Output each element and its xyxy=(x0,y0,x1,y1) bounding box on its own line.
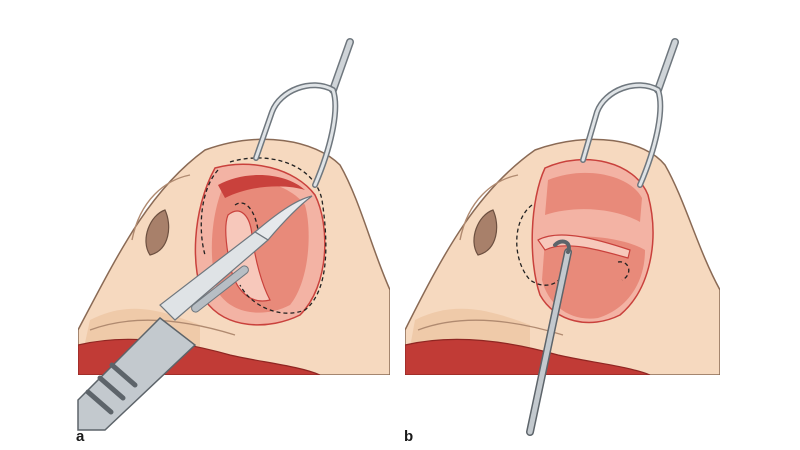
incision-outline-inner xyxy=(234,202,259,231)
panel-label-a: a xyxy=(76,428,85,445)
ala-crease xyxy=(131,174,191,241)
upper-lip-b xyxy=(405,338,651,375)
scalpel-slot xyxy=(191,265,249,313)
nostril xyxy=(145,209,170,256)
scalpel-shank xyxy=(159,231,270,321)
scalpel-handle xyxy=(77,317,197,431)
scalpel-icon xyxy=(77,195,313,431)
panel-label-b: b xyxy=(404,428,414,445)
forked-retractor-icon xyxy=(253,38,354,188)
nostril-b xyxy=(473,209,498,256)
forked-retractor-icon-b xyxy=(580,38,679,188)
cavity-upper-band xyxy=(545,172,642,222)
small-incision-outline-b xyxy=(617,261,630,281)
incision-outline-left xyxy=(200,169,219,256)
incision-outline-outer xyxy=(229,157,327,314)
ala-crease-b xyxy=(459,174,519,241)
elevator-probe-icon xyxy=(526,239,572,436)
philtrum-line-b xyxy=(417,319,564,336)
mucosal-flap xyxy=(218,174,305,198)
handle-grip xyxy=(85,362,138,415)
panel-a xyxy=(77,38,390,431)
panel-b xyxy=(405,38,720,436)
